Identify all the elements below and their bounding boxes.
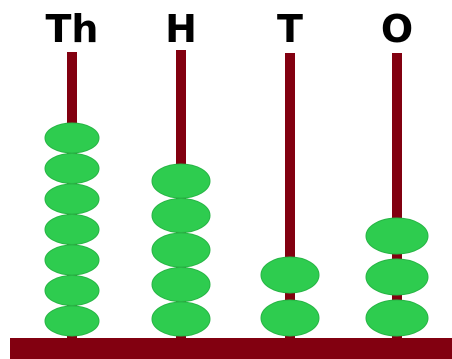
bead-ones <box>365 299 429 337</box>
abacus-base <box>10 338 452 359</box>
label-ones: O <box>381 7 413 51</box>
bead-thousands <box>44 305 100 337</box>
bead-ones <box>365 258 429 296</box>
bead-hundreds <box>151 232 211 268</box>
bead-tens <box>260 299 320 337</box>
label-tens: T <box>277 7 303 51</box>
bead-thousands <box>44 275 100 306</box>
bead-hundreds <box>151 198 211 233</box>
bead-ones <box>365 217 429 255</box>
bead-hundreds <box>151 267 211 302</box>
abacus-beads <box>44 122 429 337</box>
label-hundreds: H <box>165 7 197 51</box>
bead-thousands <box>44 244 100 276</box>
bead-thousands <box>44 153 100 184</box>
bead-thousands <box>44 122 100 154</box>
label-thousands: Th <box>46 7 99 51</box>
place-value-labels: Th H T O <box>46 7 414 51</box>
bead-thousands <box>44 183 100 215</box>
bead-hundreds <box>151 163 211 199</box>
rod-ones <box>392 53 402 338</box>
bead-thousands <box>44 214 100 245</box>
rod-tens <box>285 53 295 338</box>
bead-tens <box>260 256 320 294</box>
abacus-rods <box>67 50 402 338</box>
bead-hundreds <box>151 301 211 337</box>
